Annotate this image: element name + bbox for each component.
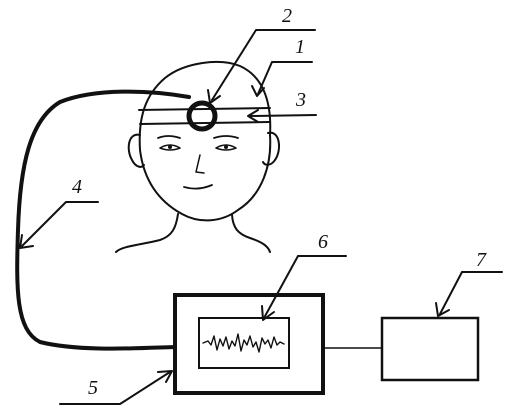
label-7: 7 <box>476 249 487 271</box>
label-3: 3 <box>295 89 306 111</box>
recorder-box <box>173 293 325 395</box>
person-head <box>115 61 281 253</box>
processing-box <box>380 316 480 382</box>
label-6: 6 <box>318 231 328 253</box>
label-4: 4 <box>72 176 82 198</box>
label-5: 5 <box>88 377 98 399</box>
label-2: 2 <box>282 5 292 27</box>
electrode <box>186 100 218 132</box>
headband <box>138 107 271 125</box>
leader-lines <box>19 29 503 405</box>
cable <box>15 89 191 351</box>
label-1: 1 <box>295 36 305 58</box>
eeg-signal-trace <box>202 333 285 353</box>
